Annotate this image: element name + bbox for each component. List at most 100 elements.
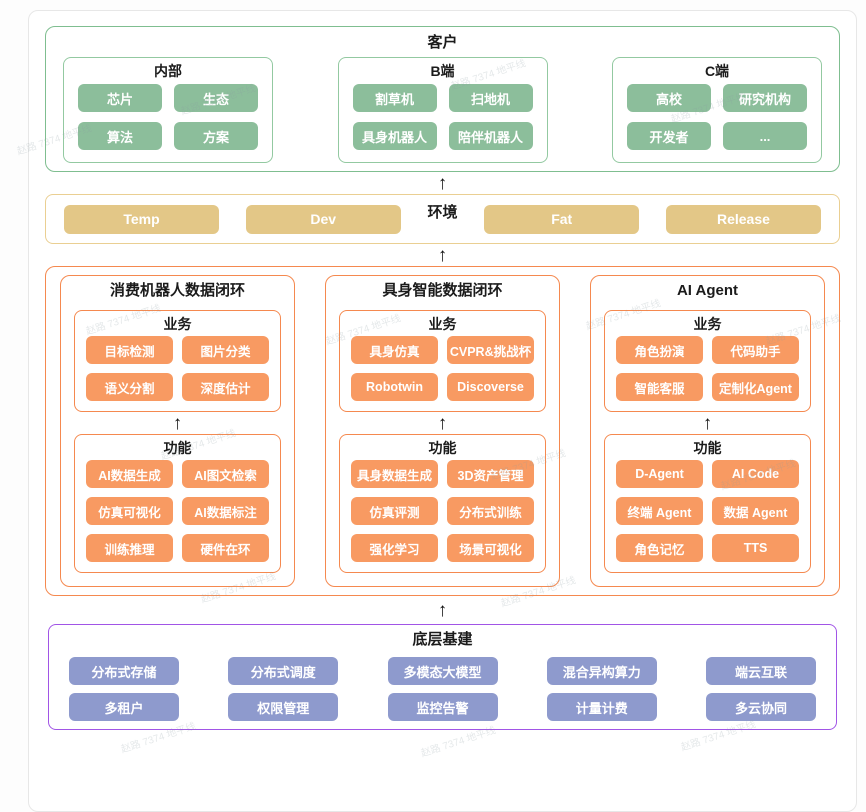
- infra-item-tag: 分布式存储: [69, 657, 179, 685]
- business-item-tag: Robotwin: [351, 373, 438, 401]
- arrow-infra-to-platform: ↑: [45, 596, 840, 624]
- function-box: 功能 AI数据生成 AI图文检索 仿真可视化 AI数据标注 训练推理 硬件在环: [74, 434, 281, 573]
- up-arrow-icon: ↑: [702, 412, 713, 434]
- function-item-tag: 仿真评测: [351, 497, 438, 525]
- business-box: 业务 角色扮演 代码助手 智能客服 定制化Agent: [604, 310, 811, 412]
- business-box: 业务 具身仿真 CVPR&挑战杯 Robotwin Discoverse: [339, 310, 546, 412]
- arrow-function-to-business: ↑: [339, 412, 546, 434]
- customer-item-tag: 方案: [174, 122, 258, 150]
- function-title: 功能: [428, 440, 457, 456]
- up-arrow-icon: ↑: [437, 172, 448, 194]
- column-ai-agent: AI Agent 业务 角色扮演 代码助手 智能客服 定制化Agent ↑ 功能: [590, 275, 825, 587]
- environment-section: Temp Dev 环境 Fat Release: [45, 194, 840, 244]
- function-item-tag: AI Code: [712, 460, 799, 488]
- function-box: 功能 具身数据生成 3D资产管理 仿真评测 分布式训练 强化学习 场景可视化: [339, 434, 546, 573]
- infra-item-tag: 监控告警: [387, 693, 498, 721]
- business-item-tag: 角色扮演: [616, 336, 703, 364]
- function-item-tag: 角色记忆: [616, 534, 703, 562]
- platform-columns: 消费机器人数据闭环 业务 目标检测 图片分类 语义分割 深度估计 ↑ 功能: [60, 275, 825, 587]
- infra-item-tag: 权限管理: [228, 693, 339, 721]
- customer-group-title: 内部: [154, 63, 182, 79]
- arrow-env-to-customer: ↑: [45, 172, 840, 194]
- function-item-tag: D-Agent: [616, 460, 703, 488]
- customer-item-tag: 生态: [174, 84, 258, 112]
- customer-group-title: C端: [704, 63, 730, 79]
- column-title: 消费机器人数据闭环: [109, 282, 245, 299]
- business-item-tag: 目标检测: [86, 336, 173, 364]
- up-arrow-icon: ↑: [437, 244, 448, 266]
- function-item-tag: 场景可视化: [447, 534, 534, 562]
- customer-section: 客户 内部 芯片 生态 算法 方案 B端 割草机 扫地机 具身机器人 陪伴机器人: [45, 26, 840, 172]
- infra-item-tag: 多模态大模型: [387, 657, 498, 685]
- arrow-function-to-business: ↑: [74, 412, 281, 434]
- function-item-tag: 3D资产管理: [447, 460, 534, 488]
- customer-item-tag: 陪伴机器人: [448, 122, 533, 150]
- diagram-card: 赵路 7374 地平线 赵路 7374 地平线 赵路 7374 地平线 赵路 7…: [16, 10, 857, 812]
- customer-item-tag: 芯片: [78, 84, 162, 112]
- function-item-tag: 强化学习: [351, 534, 438, 562]
- business-box: 业务 目标检测 图片分类 语义分割 深度估计: [74, 310, 281, 412]
- function-item-tag: 具身数据生成: [351, 460, 438, 488]
- business-item-tag: Discoverse: [447, 373, 534, 401]
- business-item-tag: 代码助手: [712, 336, 799, 364]
- up-arrow-icon: ↑: [172, 412, 183, 434]
- arrow-function-to-business: ↑: [604, 412, 811, 434]
- customer-group-grid: 高校 研究机构 开发者 ...: [613, 80, 821, 162]
- env-tag-temp: Temp: [64, 204, 219, 234]
- business-grid: 具身仿真 CVPR&挑战杯 Robotwin Discoverse: [351, 336, 534, 401]
- column-title: 具身智能数据闭环: [382, 282, 503, 299]
- column-consumer-robot-loop: 消费机器人数据闭环 业务 目标检测 图片分类 语义分割 深度估计 ↑ 功能: [60, 275, 295, 587]
- env-tag-dev: Dev: [245, 204, 401, 234]
- business-item-tag: 图片分类: [182, 336, 269, 364]
- infrastructure-row: 多租户 权限管理 监控告警 计量计费 多云协同: [69, 693, 816, 721]
- function-item-tag: 数据 Agent: [712, 497, 799, 525]
- infrastructure-section: 底层基建 分布式存储 分布式调度 多模态大模型 混合异构算力 端云互联 多租户 …: [48, 624, 837, 730]
- customer-item-tag: 具身机器人: [352, 122, 437, 150]
- customer-group-grid: 芯片 生态 算法 方案: [64, 80, 272, 162]
- customer-item-tag: ...: [723, 122, 807, 150]
- business-item-tag: 定制化Agent: [712, 373, 799, 401]
- customer-group-grid: 割草机 扫地机 具身机器人 陪伴机器人: [339, 80, 547, 162]
- function-item-tag: AI图文检索: [182, 460, 269, 488]
- customer-item-tag: 割草机: [352, 84, 437, 112]
- customer-group-c-side: C端 高校 研究机构 开发者 ...: [612, 57, 822, 163]
- infrastructure-title: 底层基建: [412, 631, 473, 648]
- env-tag-release: Release: [665, 204, 821, 234]
- customer-item-tag: 开发者: [627, 122, 711, 150]
- business-title: 业务: [163, 316, 192, 332]
- business-item-tag: CVPR&挑战杯: [447, 336, 534, 364]
- function-title: 功能: [163, 440, 192, 456]
- function-grid: D-Agent AI Code 终端 Agent 数据 Agent 角色记忆 T…: [616, 460, 799, 562]
- customer-item-tag: 扫地机: [448, 84, 533, 112]
- platform-section: 消费机器人数据闭环 业务 目标检测 图片分类 语义分割 深度估计 ↑ 功能: [45, 266, 840, 596]
- function-item-tag: 硬件在环: [182, 534, 269, 562]
- customer-group-internal: 内部 芯片 生态 算法 方案: [63, 57, 273, 163]
- customer-group-b-side: B端 割草机 扫地机 具身机器人 陪伴机器人: [337, 57, 548, 163]
- column-title: AI Agent: [676, 282, 739, 299]
- customer-item-tag: 研究机构: [723, 84, 807, 112]
- infra-item-tag: 多云协同: [706, 693, 816, 721]
- customer-groups: 内部 芯片 生态 算法 方案 B端 割草机 扫地机 具身机器人 陪伴机器人 C端: [63, 57, 822, 163]
- business-grid: 角色扮演 代码助手 智能客服 定制化Agent: [616, 336, 799, 401]
- business-title: 业务: [428, 316, 457, 332]
- function-item-tag: AI数据标注: [182, 497, 269, 525]
- business-item-tag: 深度估计: [182, 373, 269, 401]
- business-grid: 目标检测 图片分类 语义分割 深度估计: [86, 336, 269, 401]
- up-arrow-icon: ↑: [437, 412, 448, 434]
- function-grid: AI数据生成 AI图文检索 仿真可视化 AI数据标注 训练推理 硬件在环: [86, 460, 269, 562]
- customer-section-title: 客户: [427, 34, 458, 51]
- business-item-tag: 具身仿真: [351, 336, 438, 364]
- function-item-tag: TTS: [712, 534, 799, 562]
- function-grid: 具身数据生成 3D资产管理 仿真评测 分布式训练 强化学习 场景可视化: [351, 460, 534, 562]
- function-item-tag: AI数据生成: [86, 460, 173, 488]
- function-item-tag: 训练推理: [86, 534, 173, 562]
- column-embodied-ai-loop: 具身智能数据闭环 业务 具身仿真 CVPR&挑战杯 Robotwin Disco…: [325, 275, 560, 587]
- infra-item-tag: 多租户: [69, 693, 179, 721]
- customer-group-title: B端: [430, 63, 455, 79]
- up-arrow-icon: ↑: [437, 599, 448, 621]
- customer-item-tag: 算法: [78, 122, 162, 150]
- function-item-tag: 仿真可视化: [86, 497, 173, 525]
- infra-item-tag: 混合异构算力: [546, 657, 657, 685]
- env-tag-fat: Fat: [484, 204, 640, 234]
- business-item-tag: 智能客服: [616, 373, 703, 401]
